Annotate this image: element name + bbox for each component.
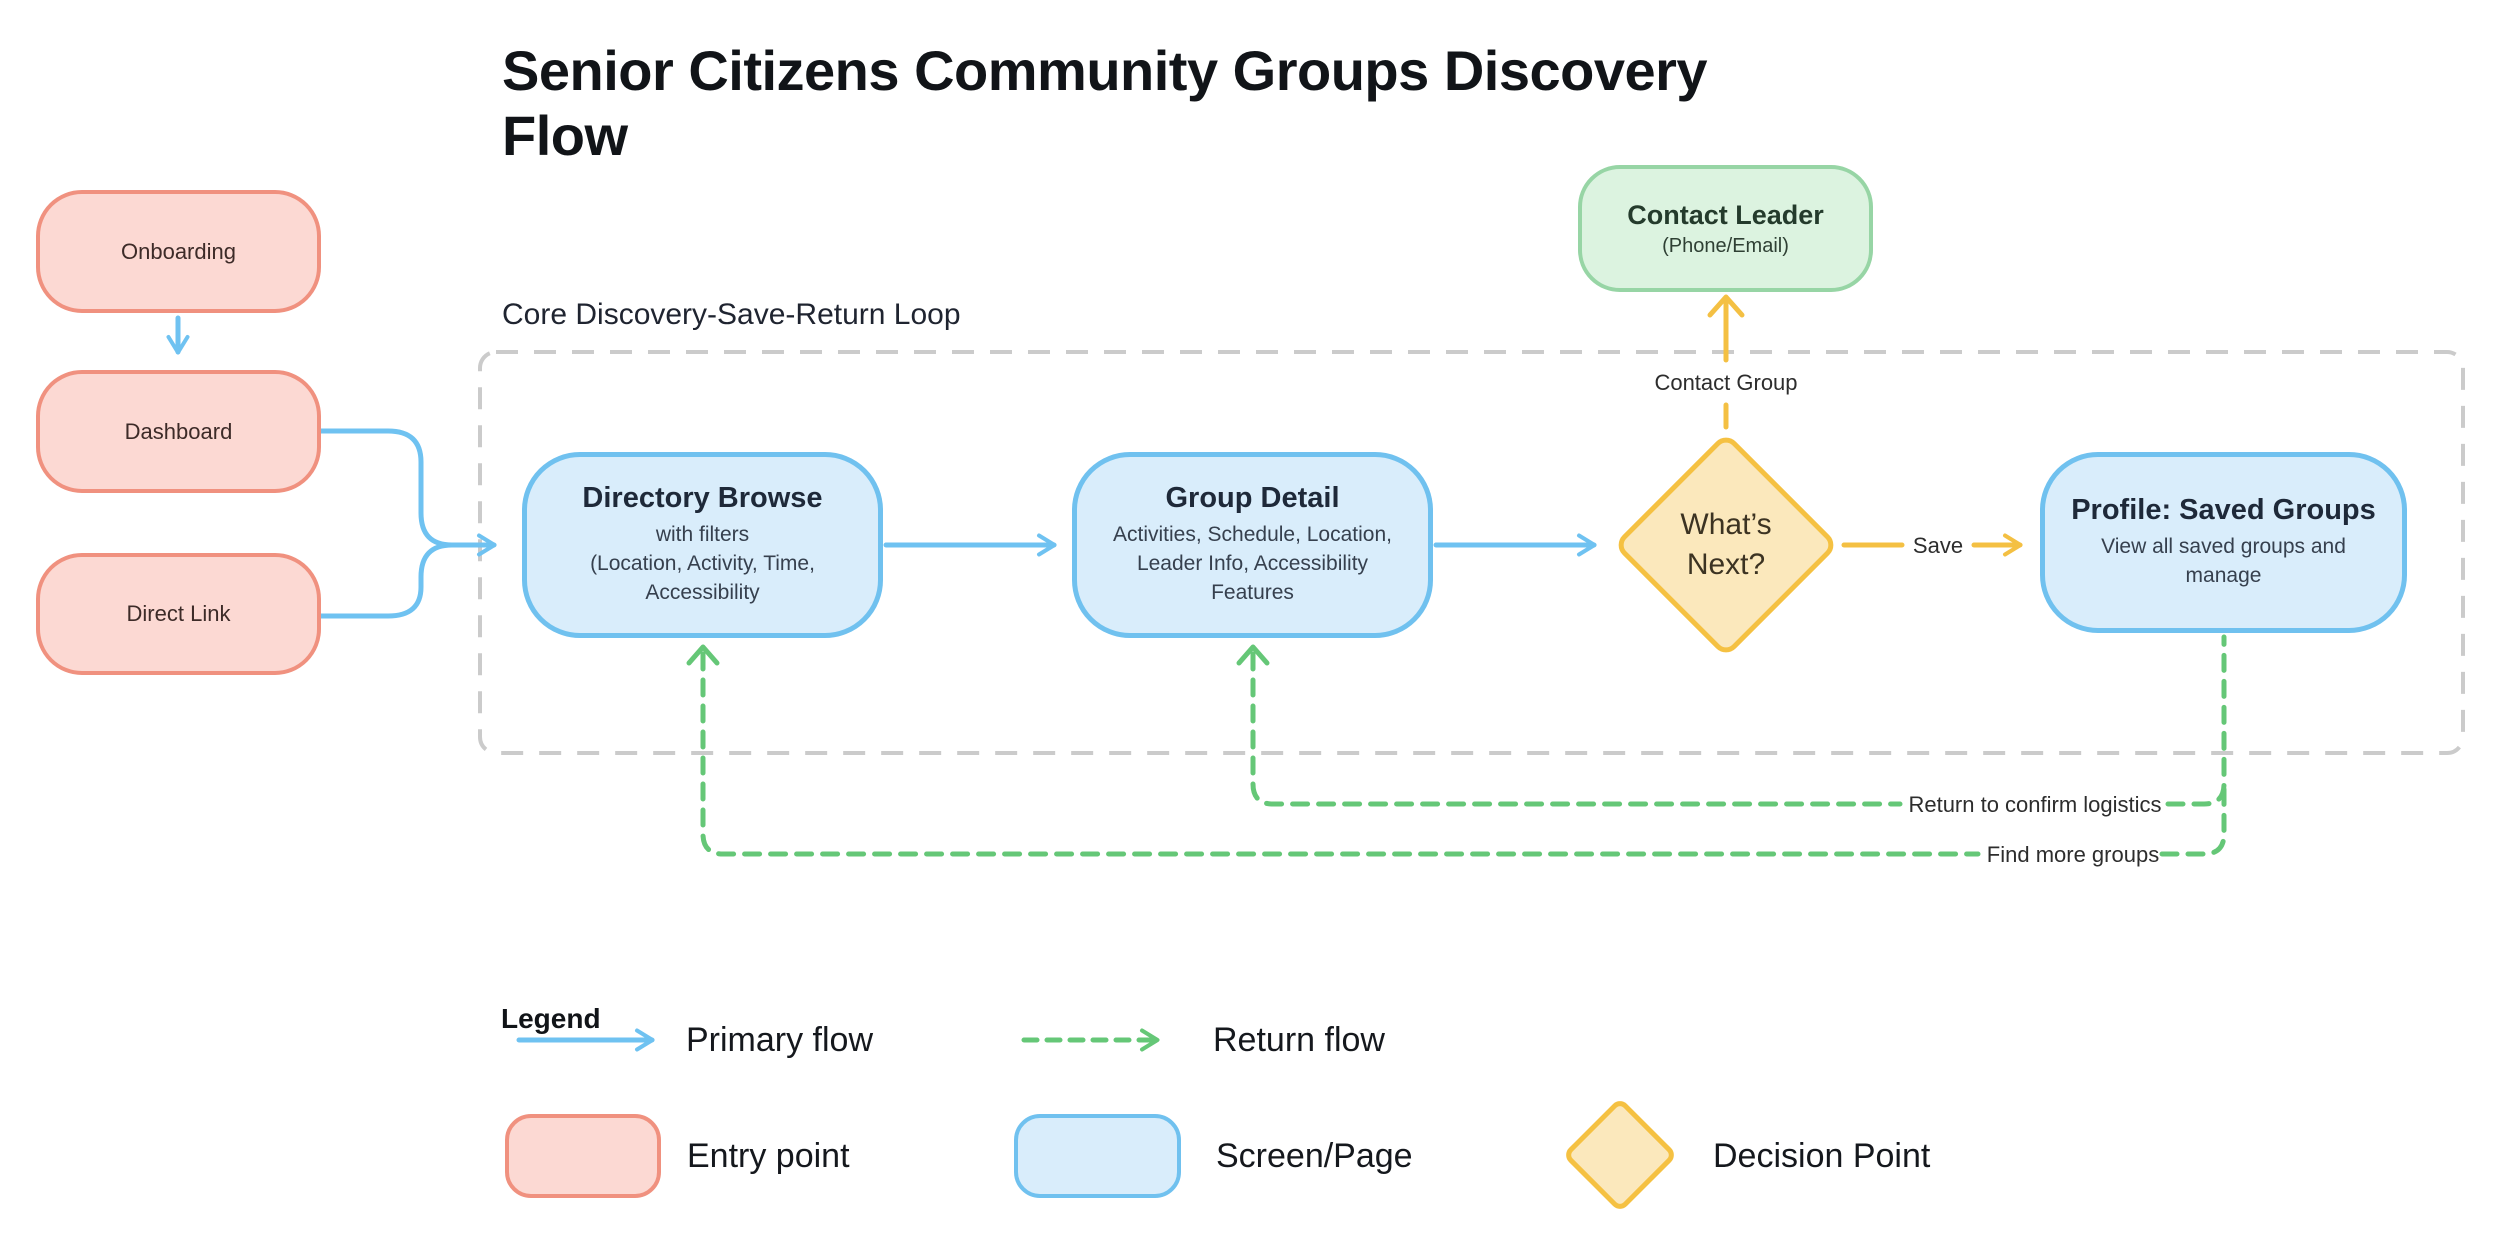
decision-node-text-wrap: What’s Next?: [1646, 465, 1806, 625]
node-title: Contact Leader: [1627, 199, 1824, 230]
contact-leader-node: Contact Leader (Phone/Email): [1578, 165, 1873, 292]
entry-node-onboarding: Onboarding: [36, 190, 321, 313]
screen-node-group-detail: Group Detail Activities, Schedule, Locat…: [1072, 452, 1433, 638]
edge-find-more-arrowhead: [686, 644, 720, 666]
edge-label-contact-group: Contact Group: [1654, 370, 1798, 395]
node-title: Directory Browse: [582, 482, 823, 515]
page-title: Senior Citizens Community Groups Discove…: [502, 39, 1708, 167]
entry-node-label: Onboarding: [121, 238, 236, 264]
edge-directlink-merge: [318, 542, 455, 619]
entry-node-dashboard: Dashboard: [36, 370, 321, 493]
node-subtitle: (Phone/Email): [1662, 234, 1789, 257]
node-title: Group Detail: [1165, 482, 1340, 515]
edge-label-return-confirm: Return to confirm logistics: [1908, 792, 2162, 817]
legend-swatch-entry-point: [505, 1114, 661, 1198]
legend-heading: Legend: [501, 1003, 601, 1034]
legend-label-decision-point: Decision Point: [1713, 1137, 1931, 1175]
node-subtitle: Activities, Schedule, Location, Leader I…: [1113, 523, 1392, 604]
node-subtitle: (Location, Activity, Time, Accessibility: [590, 552, 815, 604]
legend-swatch-screen-page: [1014, 1114, 1181, 1198]
decision-node-label: What’s Next?: [1680, 507, 1772, 582]
node-title: Profile: Saved Groups: [2071, 494, 2376, 527]
legend-label-primary-flow: Primary flow: [686, 1021, 874, 1059]
entry-node-direct-link: Direct Link: [36, 553, 321, 675]
edge-label-save: Save: [1912, 533, 1964, 558]
legend-label-return-flow: Return flow: [1213, 1021, 1385, 1059]
screen-node-directory-browse: Directory Browse with filters (Location,…: [522, 452, 883, 638]
edge-label-find-more: Find more groups: [1986, 842, 2160, 867]
node-subtitle: View all saved groups and manage: [2101, 535, 2346, 587]
legend-label-screen-page: Screen/Page: [1216, 1137, 1413, 1175]
edge-return-confirm-left: [1250, 651, 1903, 807]
entry-node-label: Dashboard: [124, 418, 233, 444]
edge-find-more-left: [700, 651, 1981, 857]
legend-label-entry-point: Entry point: [687, 1137, 850, 1175]
entry-node-label: Direct Link: [126, 601, 231, 626]
edge-return-confirm-arrowhead: [1236, 644, 1270, 666]
edge-dashboard-merge: [318, 428, 455, 548]
node-subtitle: with filters: [655, 523, 750, 547]
edge-return-confirm-right: [2165, 634, 2227, 807]
edge-decision-contact-arrowhead: [1707, 294, 1745, 318]
edge-find-more-right: [2159, 781, 2227, 857]
loop-container-label: Core Discovery-Save-Return Loop: [502, 298, 961, 331]
screen-node-profile-saved-groups: Profile: Saved Groups View all saved gro…: [2040, 452, 2407, 633]
